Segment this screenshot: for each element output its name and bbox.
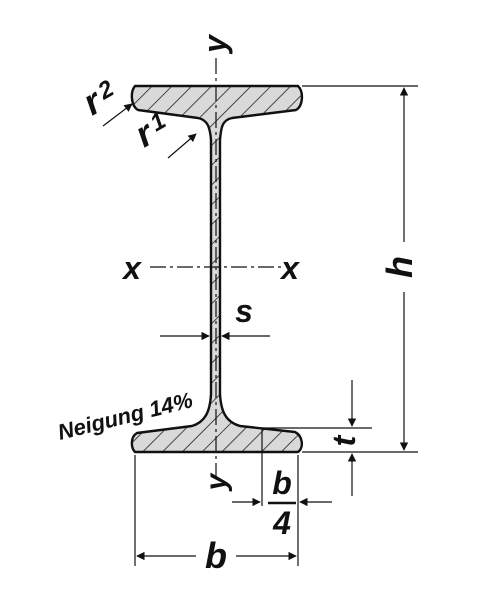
b4-denominator: 4	[272, 505, 291, 541]
r2-leader	[102, 103, 133, 127]
b-label: b	[205, 535, 227, 576]
h-label: h	[379, 256, 420, 278]
b4-numerator: b	[272, 465, 292, 501]
i-beam-profile	[130, 84, 304, 454]
s-label: s	[235, 293, 253, 329]
y-axis-label-bottom: y	[200, 472, 233, 492]
y-axis-label-top: y	[197, 33, 233, 55]
x-axis-label-left: x	[121, 250, 142, 286]
t-label: t	[326, 434, 362, 446]
r1-leader	[167, 133, 197, 159]
x-axis-label-right: x	[279, 250, 300, 286]
